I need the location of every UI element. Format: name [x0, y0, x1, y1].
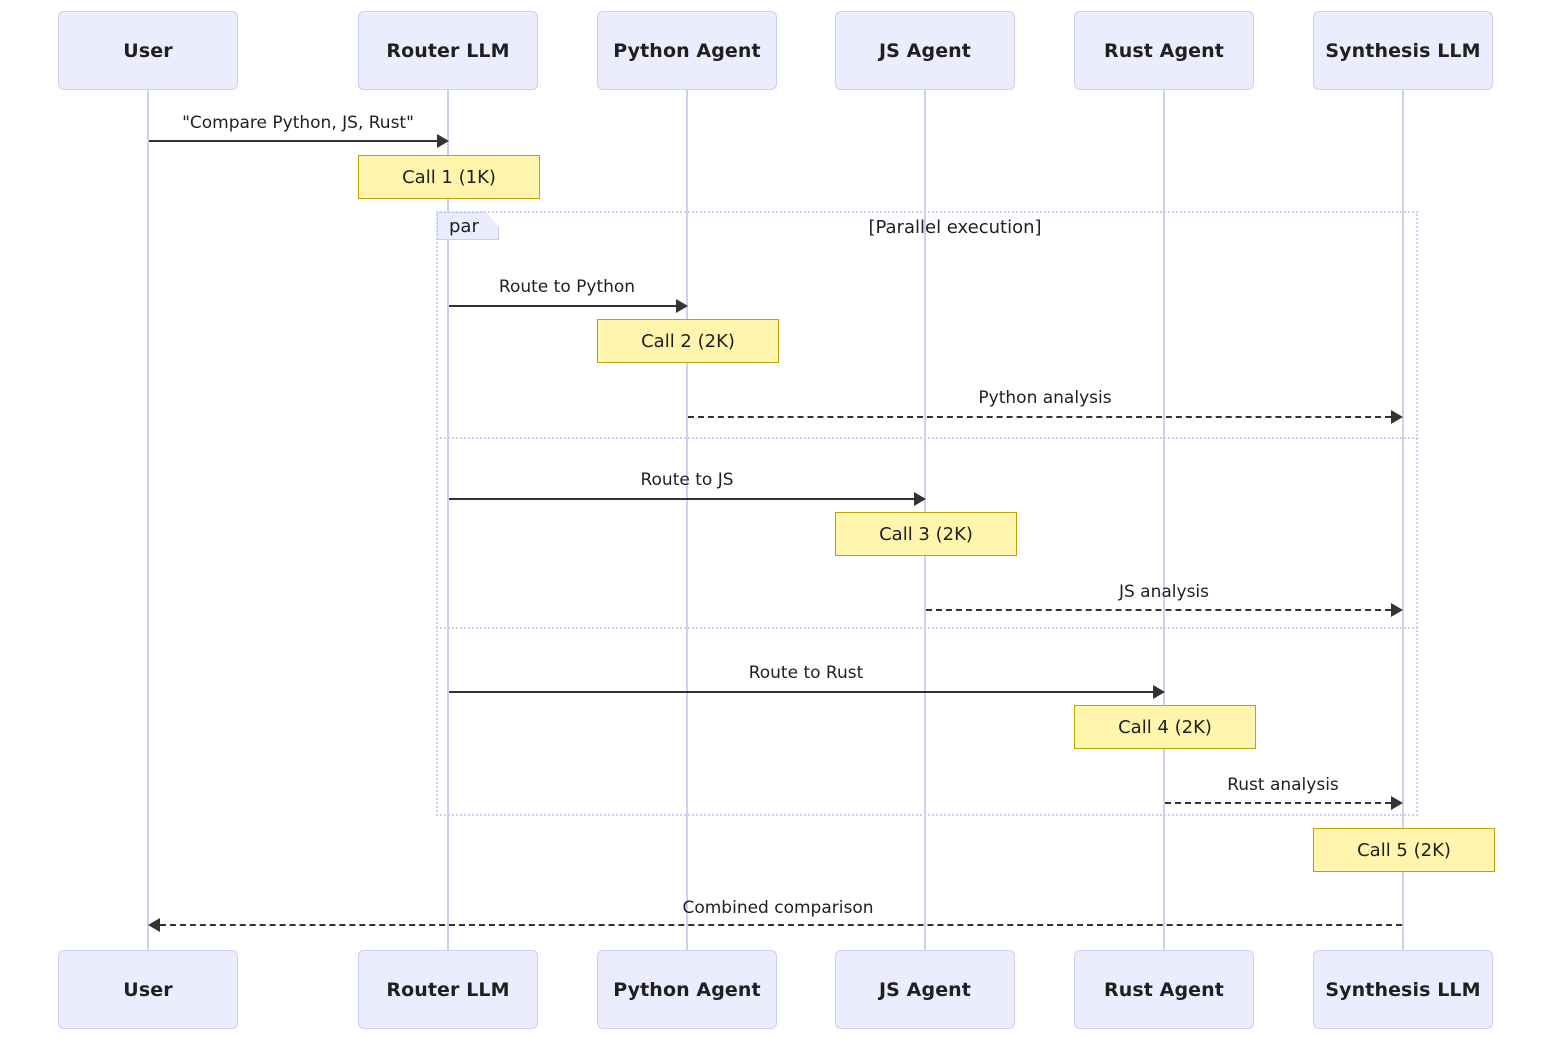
arrow-head-route-to-rust — [1153, 685, 1165, 699]
message-line-route-to-rust — [449, 691, 1153, 693]
message-label-js-analysis: JS analysis — [1118, 582, 1210, 602]
actor-label-rust-bottom: Rust Agent — [1104, 978, 1224, 1001]
par-divider-2 — [436, 627, 1418, 629]
message-line-combined-comparison — [160, 924, 1402, 926]
message-label-route-to-js: Route to JS — [640, 470, 734, 490]
actor-box-rust-bottom[interactable]: Rust Agent — [1074, 950, 1254, 1029]
note-label-call-2: Call 2 (2K) — [641, 330, 735, 352]
actor-label-user-top: User — [123, 39, 173, 62]
par-divider-1 — [436, 437, 1418, 439]
message-line-route-to-python — [449, 305, 676, 307]
message-label-combined-comparison: Combined comparison — [682, 898, 874, 918]
message-line-compare-request — [149, 140, 437, 142]
note-label-call-1: Call 1 (1K) — [402, 166, 496, 188]
par-fragment-condition: [Parallel execution] — [868, 217, 1042, 238]
message-label-compare-request: "Compare Python, JS, Rust" — [182, 113, 414, 133]
note-box-call-3: Call 3 (2K) — [835, 512, 1017, 556]
actor-box-synthesis-top[interactable]: Synthesis LLM — [1313, 11, 1493, 90]
actor-box-router-bottom[interactable]: Router LLM — [358, 950, 538, 1029]
actor-label-synthesis-top: Synthesis LLM — [1325, 39, 1481, 62]
actor-label-router-bottom: Router LLM — [386, 978, 510, 1001]
lifeline-synthesis — [1402, 90, 1404, 951]
lifeline-router — [447, 90, 449, 951]
actor-box-user-bottom[interactable]: User — [58, 950, 238, 1029]
message-line-js-analysis — [926, 609, 1391, 611]
actor-box-python-top[interactable]: Python Agent — [597, 11, 777, 90]
actor-label-python-bottom: Python Agent — [613, 978, 761, 1001]
arrow-head-js-analysis — [1391, 603, 1403, 617]
actor-label-router-top: Router LLM — [386, 39, 510, 62]
message-line-rust-analysis — [1165, 802, 1391, 804]
actor-box-js-bottom[interactable]: JS Agent — [835, 950, 1015, 1029]
actor-box-user-top[interactable]: User — [58, 11, 238, 90]
actor-label-js-bottom: JS Agent — [879, 978, 971, 1001]
par-fragment-tag: par — [437, 212, 499, 240]
actor-label-synthesis-bottom: Synthesis LLM — [1325, 978, 1481, 1001]
message-label-python-analysis: Python analysis — [978, 388, 1112, 408]
note-box-call-5: Call 5 (2K) — [1313, 828, 1495, 872]
note-box-call-2: Call 2 (2K) — [597, 319, 779, 363]
message-line-python-analysis — [688, 416, 1391, 418]
note-box-call-1: Call 1 (1K) — [358, 155, 540, 199]
actor-box-router-top[interactable]: Router LLM — [358, 11, 538, 90]
par-fragment-keyword: par — [449, 215, 479, 237]
actor-label-python-top: Python Agent — [613, 39, 761, 62]
arrow-head-compare-request — [437, 134, 449, 148]
arrow-head-python-analysis — [1391, 410, 1403, 424]
actor-box-python-bottom[interactable]: Python Agent — [597, 950, 777, 1029]
actor-box-rust-top[interactable]: Rust Agent — [1074, 11, 1254, 90]
actor-box-synthesis-bottom[interactable]: Synthesis LLM — [1313, 950, 1493, 1029]
lifeline-user — [147, 90, 149, 951]
note-label-call-5: Call 5 (2K) — [1357, 839, 1451, 861]
par-fragment-frame — [436, 211, 1418, 816]
actor-label-rust-top: Rust Agent — [1104, 39, 1224, 62]
message-label-route-to-rust: Route to Rust — [748, 663, 864, 683]
arrow-head-route-to-python — [676, 299, 688, 313]
actor-box-js-top[interactable]: JS Agent — [835, 11, 1015, 90]
note-label-call-3: Call 3 (2K) — [879, 523, 973, 545]
message-label-rust-analysis: Rust analysis — [1227, 775, 1339, 795]
lifeline-python — [686, 90, 688, 951]
arrow-head-route-to-js — [914, 492, 926, 506]
note-label-call-4: Call 4 (2K) — [1118, 716, 1212, 738]
actor-label-js-top: JS Agent — [879, 39, 971, 62]
actor-label-user-bottom: User — [123, 978, 173, 1001]
lifeline-rust — [1163, 90, 1165, 951]
arrow-head-rust-analysis — [1391, 796, 1403, 810]
message-label-route-to-python: Route to Python — [498, 277, 636, 297]
arrow-head-combined-comparison — [148, 918, 160, 932]
message-line-route-to-js — [449, 498, 914, 500]
note-box-call-4: Call 4 (2K) — [1074, 705, 1256, 749]
